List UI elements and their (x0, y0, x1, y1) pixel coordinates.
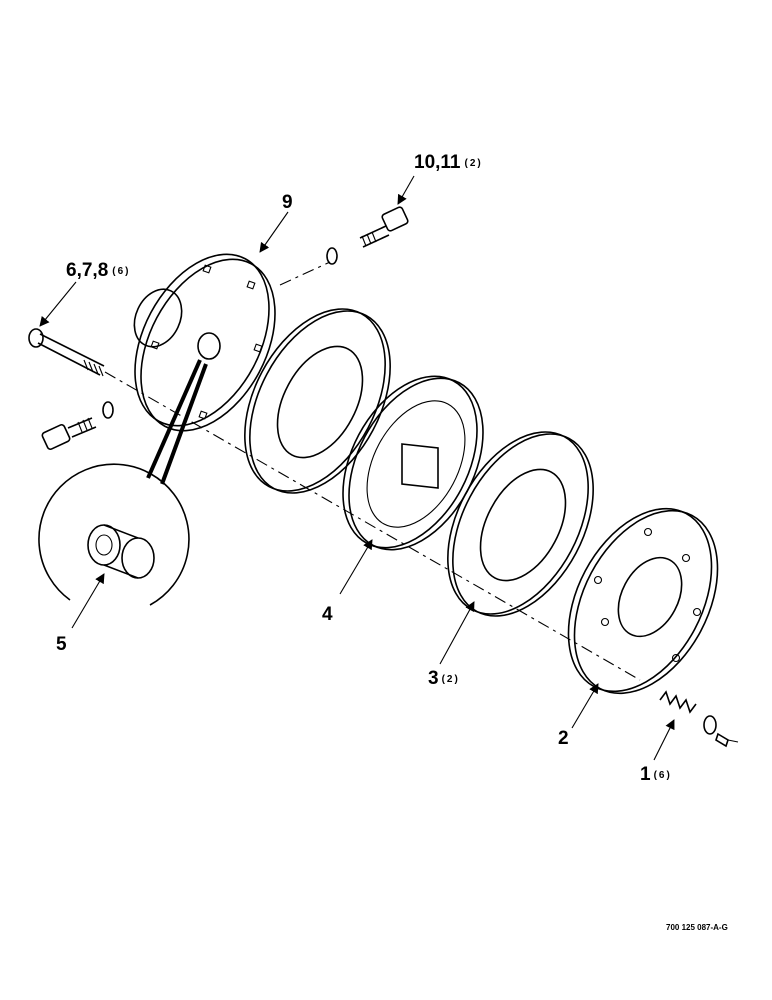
leader-9 (259, 211, 289, 253)
callout-6-7-8: 6,7,8(6) (66, 260, 131, 281)
leader-1 (653, 719, 675, 761)
callout-3: 3(2) (428, 668, 460, 689)
hub-plate-part-9 (133, 253, 276, 432)
leader-2 (571, 683, 599, 729)
leader-5 (71, 573, 105, 629)
spring-part-1 (659, 690, 739, 748)
callout-1: 1(6) (640, 764, 672, 785)
bolt-axis-line (279, 261, 331, 286)
callout-4: 4 (322, 604, 333, 625)
washer-part-11 (326, 247, 338, 265)
leader-6-7-8 (39, 281, 77, 327)
callout-9: 9 (282, 192, 293, 213)
long-bolt-part-6 (28, 328, 105, 377)
bushing-hole (197, 332, 221, 360)
leader-3 (439, 601, 475, 665)
callout-10-11: 10,11(2) (414, 152, 483, 173)
leader-10-11 (397, 175, 415, 205)
cap-screw-part-10 (326, 206, 409, 265)
leader-4 (339, 539, 373, 595)
friction-disc-part-3-a (244, 308, 391, 494)
callout-2: 2 (558, 728, 569, 749)
square-hole (401, 443, 439, 489)
callout-5: 5 (56, 634, 67, 655)
drawing-code: 700 125 087-A-G (666, 923, 728, 932)
flange-plate-part-2 (567, 507, 719, 695)
detail-circle-part-5 (38, 359, 208, 606)
friction-disc-part-3-b (447, 431, 594, 617)
cap-screw-lower-left (41, 401, 114, 451)
